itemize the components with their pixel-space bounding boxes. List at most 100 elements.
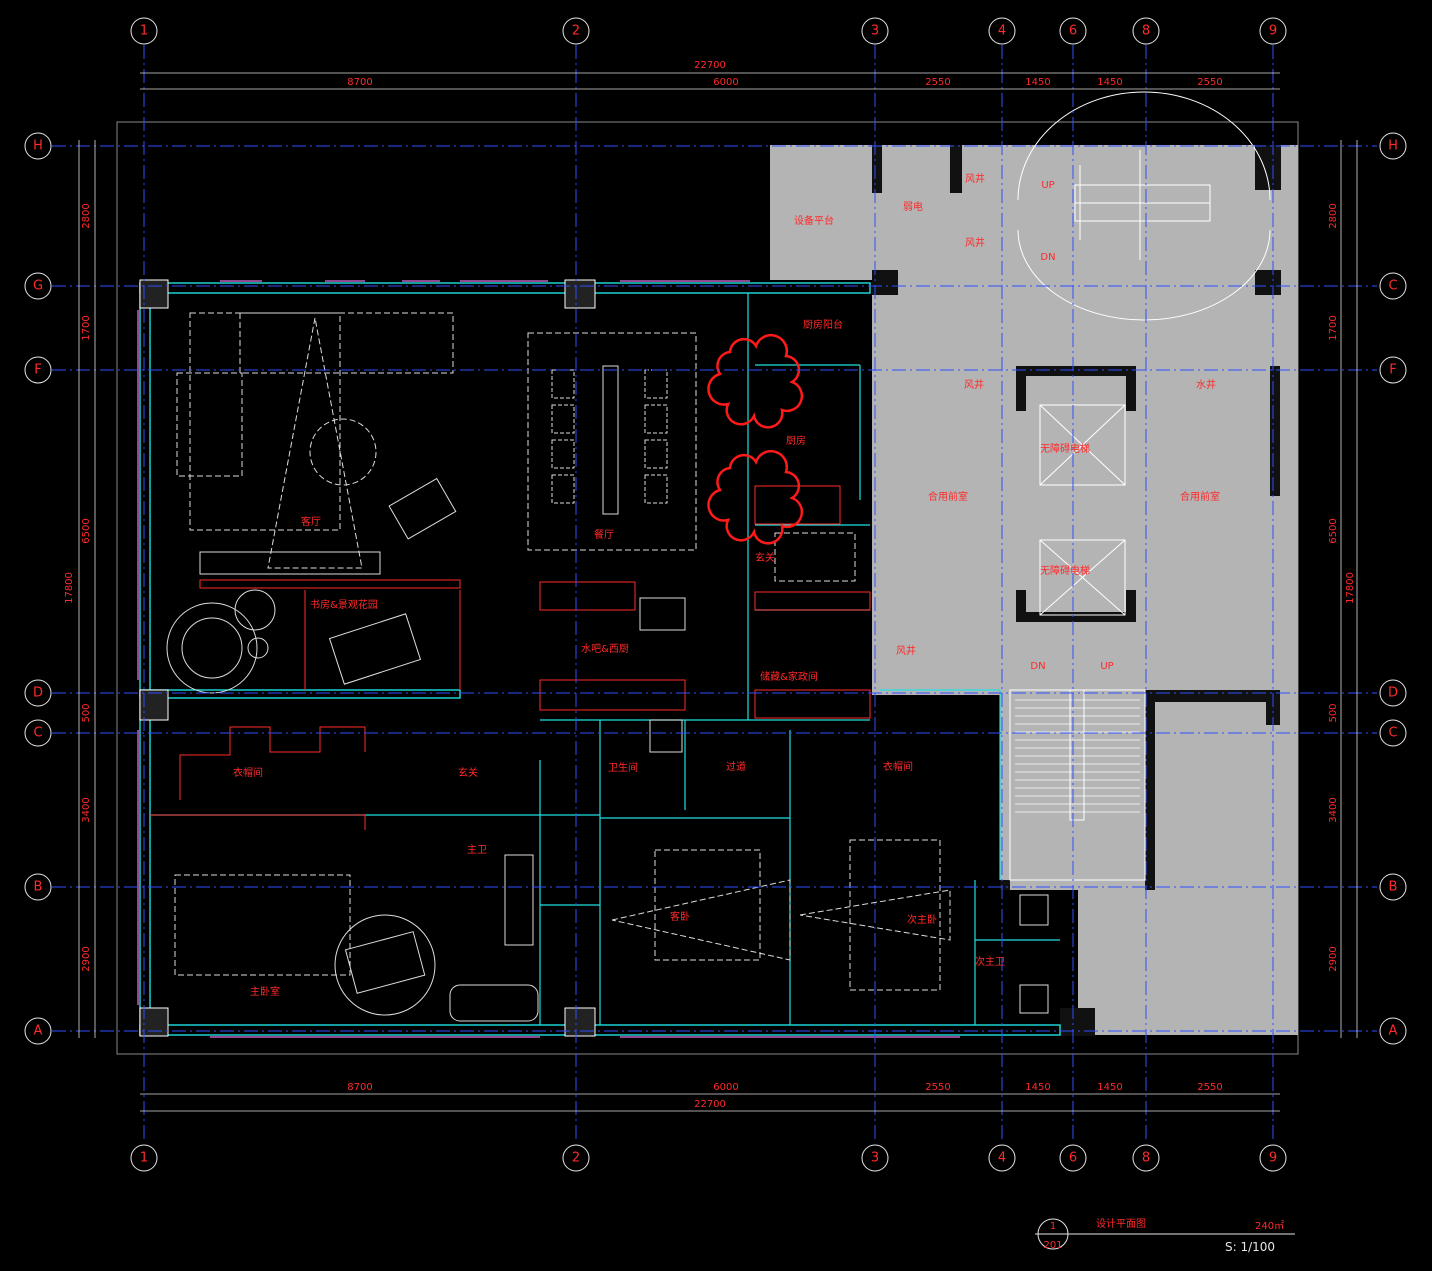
label-weak-electric: 弱电 (903, 200, 923, 213)
grid-row-left-c: C (33, 726, 42, 741)
grid-col-top-1: 1 (140, 24, 148, 39)
dim-top-3: 2550 (925, 77, 950, 88)
stair-top (1017, 91, 1271, 321)
grid-bubbles (24, 17, 1407, 1250)
dimension-lines (78, 72, 1358, 1112)
grid-row-right-d: D (1388, 686, 1398, 701)
grid-col-bottom-4: 4 (998, 1151, 1006, 1166)
dim-left-5: 3400 (81, 797, 92, 822)
label-living-room: 客厅 (301, 515, 321, 528)
stair-bottom-treads (1015, 699, 1140, 813)
drawing-scale: S: 1/100 (1225, 1240, 1275, 1254)
label-stair-dn-bottom: DN (1030, 661, 1045, 672)
furniture-dashed (174, 312, 941, 1016)
dim-bottom-5: 1450 (1097, 1082, 1122, 1093)
grid-row-left-f: F (34, 363, 41, 378)
label-kitchen-balcony: 厨房阳台 (803, 318, 843, 331)
core-walls (872, 145, 1281, 1036)
drawing-area: 240㎡ (1255, 1220, 1284, 1232)
label-air-shaft-1: 风井 (965, 172, 985, 185)
dim-total-top: 22700 (694, 60, 726, 71)
dim-bottom-4: 1450 (1025, 1082, 1050, 1093)
grid-row-right-h: H (1388, 139, 1398, 154)
lift-shafts (1039, 404, 1126, 616)
dim-right-6: 2900 (1328, 946, 1339, 971)
dim-right-5: 3400 (1328, 797, 1339, 822)
grid-col-bottom-2: 2 (572, 1151, 580, 1166)
dim-total-bottom: 22700 (694, 1099, 726, 1110)
grid-col-top-9: 9 (1269, 24, 1277, 39)
dim-right-2: 1700 (1328, 315, 1339, 340)
grid-col-bottom-9: 9 (1269, 1151, 1277, 1166)
dining-chair (644, 369, 668, 399)
grid-row-left-h: H (33, 139, 43, 154)
windows (137, 280, 960, 1038)
dim-bottom-2: 6000 (713, 1082, 738, 1093)
grid-row-right-a: A (1389, 1024, 1398, 1039)
dining-chair (551, 404, 575, 434)
label-cloakroom-left: 衣帽间 (233, 766, 263, 779)
label-second-bath: 次主卫 (975, 955, 1005, 968)
dim-right-4: 500 (1328, 703, 1339, 722)
dim-left-4: 500 (81, 703, 92, 722)
dim-top-6: 2550 (1197, 77, 1222, 88)
label-entrance-bottom: 玄关 (458, 766, 478, 779)
label-dining-room: 餐厅 (594, 528, 614, 541)
label-lift-1: 无障碍电梯 (1040, 442, 1090, 455)
dining-chair (551, 474, 575, 504)
title-block: 1 201 设计平面图 240㎡ S: 1/100 (1035, 1217, 1295, 1254)
grid-row-right-c-top: C (1388, 279, 1397, 294)
grid-row-left-g: G (33, 279, 43, 294)
revision-clouds (707, 333, 804, 545)
dining-chair (644, 474, 668, 504)
dim-top-5: 1450 (1097, 77, 1122, 88)
dim-left-6: 2900 (81, 946, 92, 971)
label-stair-up-bottom: UP (1100, 661, 1113, 672)
dining-chair (644, 439, 668, 469)
dining-chair (551, 439, 575, 469)
label-air-shaft-2: 风井 (965, 236, 985, 249)
dim-left-total: 17800 (64, 572, 75, 604)
label-study-garden: 书房&景观花园 (310, 598, 378, 611)
dim-right-total: 17800 (1345, 572, 1356, 604)
drawing-title: 设计平面图 (1096, 1217, 1146, 1230)
dining-chair (644, 404, 668, 434)
grid-col-top-4: 4 (998, 24, 1006, 39)
columns (139, 279, 596, 1037)
label-air-shaft-4: 风井 (896, 644, 916, 657)
living-light-triangle (267, 317, 951, 961)
label-second-bedroom: 次主卧 (907, 913, 937, 926)
dim-right-1: 2800 (1328, 203, 1339, 228)
grid-row-right-c: C (1388, 726, 1397, 741)
label-air-shaft-3: 风井 (964, 378, 984, 391)
dim-left-3: 6500 (81, 518, 92, 543)
dim-left-1: 2800 (81, 203, 92, 228)
grid-col-top-2: 2 (572, 24, 580, 39)
label-water-shaft: 水井 (1196, 378, 1216, 391)
dim-bottom-6: 2550 (1197, 1082, 1222, 1093)
dim-right-3: 6500 (1328, 518, 1339, 543)
label-shared-lobby-left: 合用前室 (928, 490, 968, 503)
grid-col-bottom-1: 1 (140, 1151, 148, 1166)
dim-top-1: 8700 (347, 77, 372, 88)
common-area-gray (770, 145, 1298, 1035)
grid-row-left-a: A (34, 1024, 43, 1039)
grid-col-bottom-8: 8 (1142, 1151, 1150, 1166)
dim-bottom-1: 8700 (347, 1082, 372, 1093)
sheet-number: 201 (1043, 1240, 1062, 1251)
grid-row-right-b: B (1389, 880, 1398, 895)
dim-top-2: 6000 (713, 77, 738, 88)
label-entrance-top: 玄关 (755, 551, 775, 564)
grid-col-bottom-6: 6 (1069, 1151, 1077, 1166)
dim-top-4: 1450 (1025, 77, 1050, 88)
grid-row-right-f: F (1389, 363, 1396, 378)
dim-bottom-3: 2550 (925, 1082, 950, 1093)
grid-col-top-3: 3 (871, 24, 879, 39)
dim-left-2: 1700 (81, 315, 92, 340)
label-equipment-platform: 设备平台 (794, 214, 834, 227)
label-corridor: 过道 (726, 760, 746, 773)
label-kitchen: 厨房 (786, 434, 806, 447)
stair-bottom (1009, 689, 1146, 881)
label-shared-lobby-right: 合用前室 (1180, 490, 1220, 503)
furniture-solid (199, 365, 1049, 1022)
